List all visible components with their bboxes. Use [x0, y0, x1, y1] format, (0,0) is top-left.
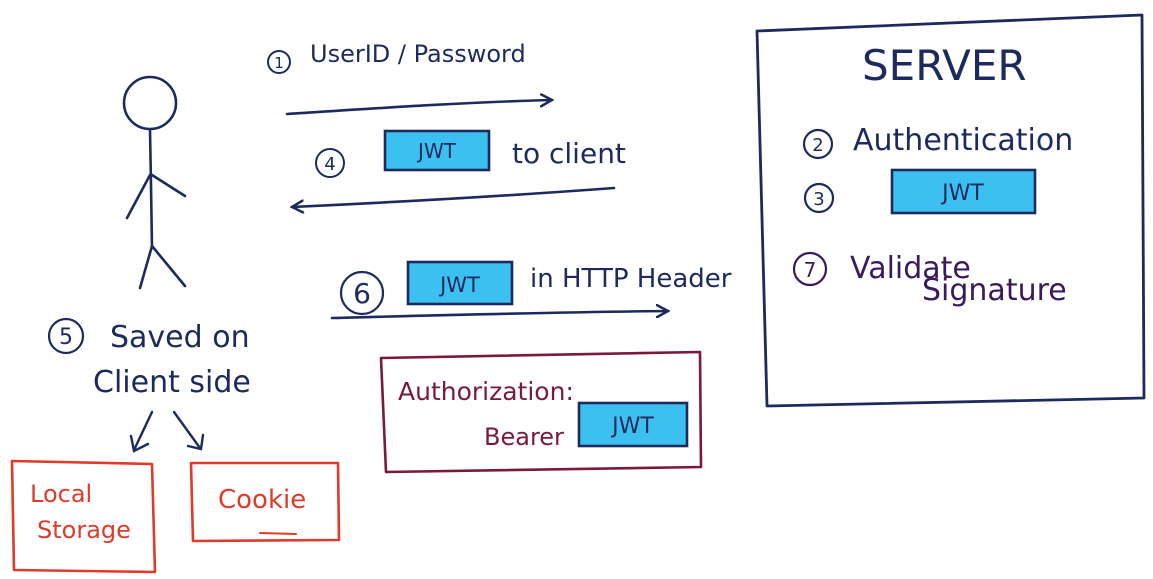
authorization-header-box: Authorization: Bearer JWT [379, 350, 703, 474]
step6-number: 6 [353, 277, 371, 310]
branch-arrow-right [172, 410, 202, 450]
figure-left-arm [125, 173, 152, 220]
cookie-border [189, 461, 341, 543]
local-storage-box: Local Storage [10, 459, 157, 574]
authorization-border [379, 350, 703, 474]
local-storage-line1: Local [30, 480, 92, 508]
step3-jwt-token: JWT [940, 181, 984, 206]
cookie-underline [259, 532, 297, 535]
step6-authenticated-request: 6 JWT in HTTP Header [330, 260, 732, 320]
step6-jwt-box [406, 260, 514, 306]
branch-arrow-right-head [186, 433, 205, 451]
step2-number: 2 [812, 135, 823, 156]
local-storage-line2: Storage [37, 516, 131, 544]
step6-circle [339, 270, 385, 316]
step3-number: 3 [813, 189, 824, 210]
authorization-bearer: Bearer [484, 423, 564, 451]
step7-number: 7 [804, 258, 817, 282]
step6-jwt-token: JWT [438, 273, 480, 297]
step5-line1: Saved on [110, 320, 250, 355]
step3-jwt-box [890, 168, 1037, 215]
step1-circle [267, 50, 291, 74]
branch-arrow-left-head [129, 434, 150, 453]
step4-circle [315, 148, 345, 178]
step1-label: UserID / Password [310, 40, 526, 68]
step7-line1: Validate [850, 251, 971, 286]
step5-circle [47, 317, 85, 355]
authorization-jwt-token: JWT [610, 414, 654, 439]
figure-body [148, 128, 154, 250]
step1-request: 1 UserID / Password [267, 40, 552, 116]
server-box: SERVER 2 Authentication 3 JWT 7 Validate… [755, 13, 1146, 408]
step5-line2: Client side [93, 365, 251, 400]
stick-figure-user [122, 75, 187, 290]
cookie-box: Cookie [189, 461, 341, 543]
step2-circle [802, 128, 834, 160]
branch-arrow-left [132, 410, 154, 452]
step4-arrow [292, 186, 616, 207]
step2-label: Authentication [853, 123, 1073, 158]
server-border [755, 13, 1146, 408]
step4-response: 4 JWT to client [292, 129, 626, 207]
step4-jwt-box [383, 129, 491, 172]
step1-number: 1 [274, 54, 284, 72]
authorization-jwt-box [577, 401, 689, 448]
step1-arrow [285, 100, 552, 116]
step6-arrow [330, 311, 668, 320]
local-storage-border [10, 459, 157, 574]
figure-right-arm [150, 173, 187, 198]
figure-head [122, 75, 178, 131]
step4-number: 4 [324, 154, 335, 175]
cookie-label: Cookie [218, 485, 306, 515]
step3-circle [803, 182, 835, 214]
step4-jwt-token: JWT [416, 139, 457, 163]
authorization-line1: Authorization: [398, 377, 574, 406]
step7-circle [792, 251, 828, 287]
step4-label: to client [512, 137, 626, 170]
figure-right-leg [150, 244, 187, 288]
step6-label: in HTTP Header [530, 264, 732, 294]
server-title: SERVER [862, 41, 1027, 90]
step7-line2: Signature [922, 273, 1067, 308]
figure-left-leg [138, 244, 154, 290]
step5-number: 5 [59, 325, 73, 350]
step5-client-storage: 5 Saved on Client side [47, 317, 251, 453]
